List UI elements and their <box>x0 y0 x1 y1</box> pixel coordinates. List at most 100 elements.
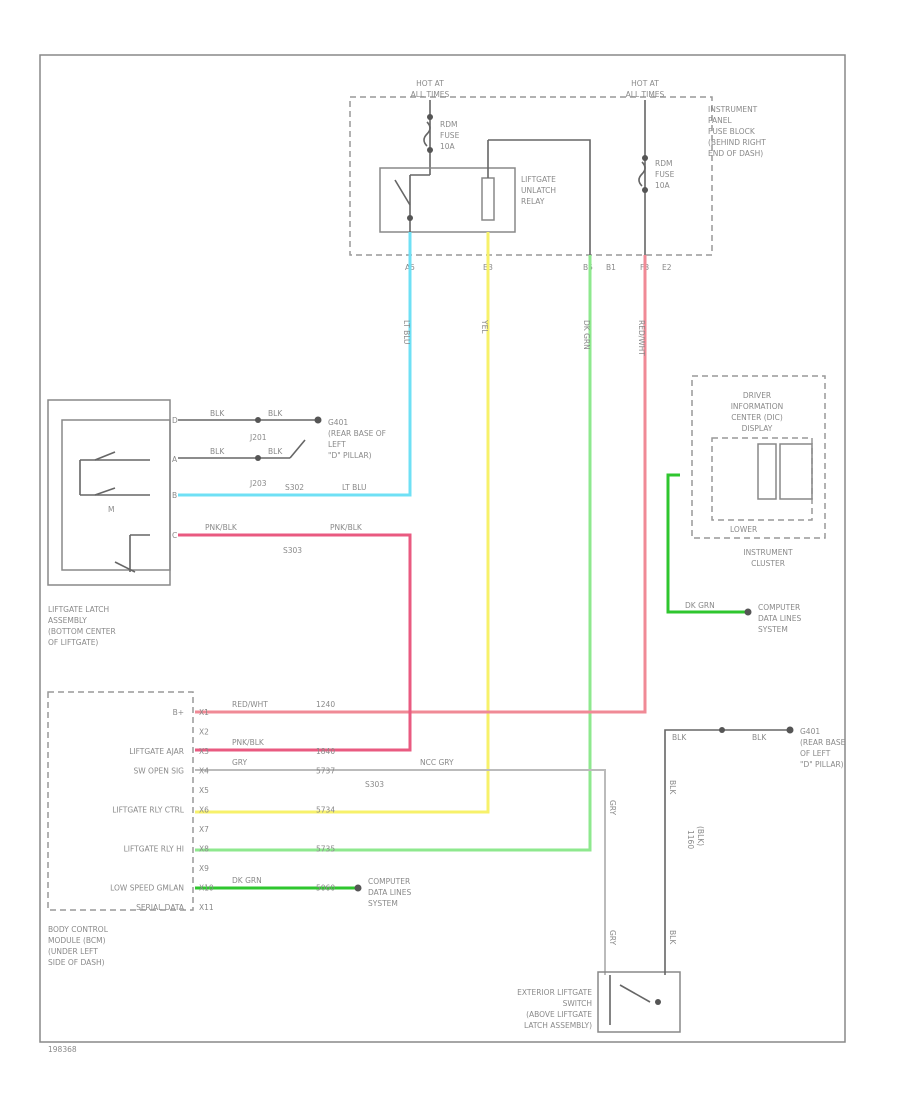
fuse-block-label: INSTRUMENT PANEL FUSE BLOCK (BEHIND RIGH… <box>708 105 766 158</box>
svg-text:OF LEFT: OF LEFT <box>800 749 831 758</box>
latch-switch-1 <box>94 451 116 461</box>
latch-assembly-label: LIFTGATE LATCH ASSEMBLY (BOTTOM CENTER O… <box>48 605 116 647</box>
computer-data-label-2: COMPUTER DATA LINES SYSTEM <box>368 877 411 908</box>
svg-text:(BEHIND RIGHT: (BEHIND RIGHT <box>708 138 766 147</box>
svg-text:SYSTEM: SYSTEM <box>368 899 398 908</box>
latch-motor-m: M <box>108 505 114 514</box>
hot-left-line1: HOT AT <box>416 79 444 88</box>
exterior-liftgate-switch <box>597 971 681 1033</box>
fuse-right-name1: RDM <box>655 159 672 168</box>
wire-label-pnk-blk-3: PNK/BLK <box>232 738 265 747</box>
bcm-row-label: LIFTGATE AJAR <box>129 747 184 756</box>
svg-text:DATA LINES: DATA LINES <box>758 614 801 623</box>
svg-text:DRIVER: DRIVER <box>743 391 771 400</box>
wire-label-lt-blu-vertical: LT BLU <box>402 320 411 345</box>
svg-text:(REAR BASE: (REAR BASE <box>800 738 846 747</box>
fuse-left-terminal-top <box>427 114 433 120</box>
bcm-row-pin: X1 <box>199 708 209 717</box>
bcm-row-circuit: 5734 <box>316 806 335 815</box>
latch-inner-box <box>61 419 171 571</box>
wire-red-wht <box>195 255 647 714</box>
ext-wire-blk-h2: BLK <box>752 733 767 742</box>
svg-text:LATCH ASSEMBLY): LATCH ASSEMBLY) <box>524 1021 592 1030</box>
fuse-right-rating: 10A <box>655 181 671 190</box>
svg-text:PANEL: PANEL <box>708 116 733 125</box>
svg-text:OF LIFTGATE): OF LIFTGATE) <box>48 638 98 647</box>
splice-j201-dot <box>255 417 261 423</box>
diagram-border <box>39 54 846 1043</box>
relay-label2: UNLATCH <box>521 186 556 195</box>
wire-label-dk-grn-cluster: DK GRN <box>685 601 715 610</box>
latch-pin-d: D <box>172 416 178 425</box>
latch-switch-3 <box>114 561 136 573</box>
footer-code: 198368 <box>48 1045 77 1054</box>
bcm-row-pin: X9 <box>199 864 209 873</box>
bcm-row-pin: X10 <box>199 884 214 893</box>
bcm-row-pin: X4 <box>199 767 209 776</box>
svg-text:G401: G401 <box>800 727 820 736</box>
hot-left-line2: ALL TIMES <box>411 90 450 99</box>
bcm-row-label: SW OPEN SIG <box>133 767 184 776</box>
wire-label-dk-grn-serial: DK GRN <box>232 876 262 885</box>
relay-switch-arm <box>394 179 411 206</box>
dic-outline <box>711 437 813 521</box>
ground-g401-latch <box>314 416 322 424</box>
wire-lt-blu <box>178 232 412 497</box>
svg-text:ASSEMBLY: ASSEMBLY <box>48 616 87 625</box>
ext-wire-blk-h: BLK <box>672 733 687 742</box>
svg-text:"D" PILLAR): "D" PILLAR) <box>800 760 844 769</box>
svg-text:END OF DASH): END OF DASH) <box>708 149 763 158</box>
svg-text:"D" PILLAR): "D" PILLAR) <box>328 451 372 460</box>
relay-label3: RELAY <box>521 197 545 206</box>
svg-text:SIDE OF DASH): SIDE OF DASH) <box>48 958 105 967</box>
hot-right-line2: ALL TIMES <box>626 90 665 99</box>
bcm-row-pin: X6 <box>199 806 209 815</box>
wire-blk-latch-a-rise <box>289 439 306 459</box>
latch-pin-a: A <box>172 455 178 464</box>
ext-switch-contact <box>655 999 661 1005</box>
bcm-row-pin: X8 <box>199 845 209 854</box>
bcm-row-pin: X2 <box>199 728 209 737</box>
bcm-row-pin: X11 <box>199 903 214 912</box>
ext-ground-label: G401 (REAR BASE OF LEFT "D" PILLAR) <box>800 727 846 769</box>
bcm-row-circuit: 5737 <box>316 767 335 776</box>
svg-text:G401: G401 <box>328 418 348 427</box>
svg-text:(REAR BASE OF: (REAR BASE OF <box>328 429 386 438</box>
svg-text:BODY CONTROL: BODY CONTROL <box>48 925 109 934</box>
wire-gry-note: NCC GRY <box>420 758 454 767</box>
bcm-row-circuit: 1840 <box>316 747 335 756</box>
svg-text:SYSTEM: SYSTEM <box>758 625 788 634</box>
bcm-row-label: LIFTGATE RLY HI <box>124 845 184 854</box>
splice-j203: J203 <box>249 479 267 488</box>
instrument-cluster-outline <box>691 375 826 539</box>
dic-display <box>779 443 813 500</box>
bcm-red-circuit: 1240 <box>316 700 335 709</box>
pin-b1: B1 <box>606 263 616 272</box>
svg-text:DATA LINES: DATA LINES <box>368 888 411 897</box>
splice-j201: J201 <box>249 433 267 442</box>
bcm-row-pin: X3 <box>199 747 209 756</box>
hot-right-line1: HOT AT <box>631 79 659 88</box>
latch-pin-c: C <box>172 531 177 540</box>
wire-label-yel: YEL <box>480 319 489 334</box>
svg-text:1160: 1160 <box>686 830 695 849</box>
svg-text:(ABOVE LIFTGATE: (ABOVE LIFTGATE <box>526 1010 592 1019</box>
latch-pin-b: B <box>172 491 177 500</box>
wire-label-lt-blu-horizontal: LT BLU <box>342 483 367 492</box>
svg-text:LIFTGATE LATCH: LIFTGATE LATCH <box>48 605 109 614</box>
latch-wire-blk-1: BLK <box>210 409 225 418</box>
fuse-left-rating: 10A <box>440 142 456 151</box>
computer-data-connector-1 <box>744 608 752 616</box>
fuse-right-terminal-top <box>642 155 648 161</box>
computer-data-connector-2 <box>354 884 362 892</box>
wire-yel <box>195 232 490 814</box>
wire-gry <box>195 769 606 975</box>
ext-wire-blk-v1: BLK <box>668 780 677 795</box>
bcm-row-circuit: 5060 <box>316 884 335 893</box>
dic-label: DRIVER INFORMATION CENTER (DIC) DISPLAY <box>731 391 784 433</box>
liftgate-latch-assembly <box>47 399 171 586</box>
wire-label-gry-vertical-2: GRY <box>608 930 617 946</box>
svg-text:FUSE BLOCK: FUSE BLOCK <box>708 127 756 136</box>
latch-ground-label: G401 (REAR BASE OF LEFT "D" PILLAR) <box>328 418 386 460</box>
